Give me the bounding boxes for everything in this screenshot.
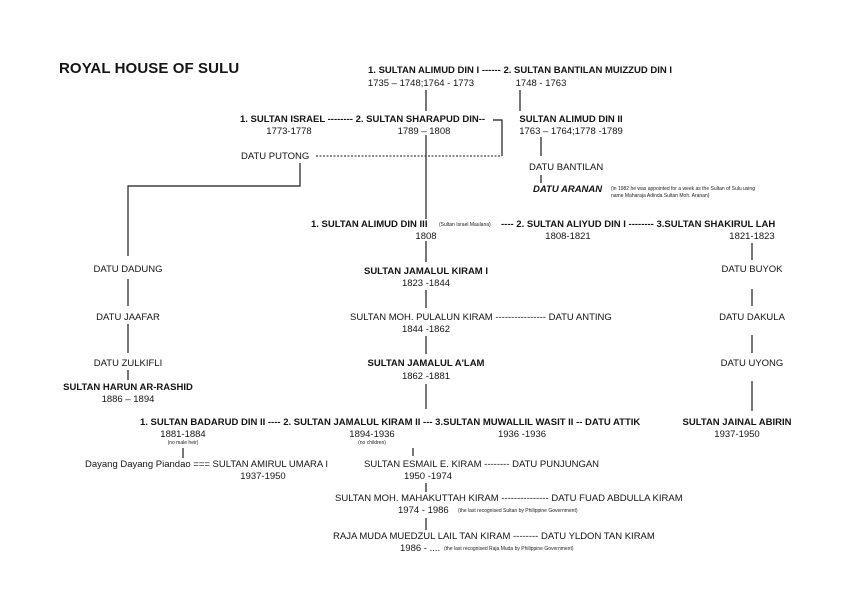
aliyud-years: 1808-1821 bbox=[545, 231, 591, 242]
jainal-years: 1937-1950 bbox=[714, 429, 760, 440]
badarud-note: (no male heir) bbox=[167, 440, 199, 446]
datu-putong: DATU PUTONG bbox=[241, 151, 310, 162]
aliyud-shakirul-link: ---- 2. SULTAN ALIYUD DIN I -------- 3.S… bbox=[501, 219, 776, 230]
pulalun-anting-pair: SULTAN MOH. PULALUN KIRAM --------------… bbox=[350, 312, 612, 323]
alimud1-years: 1735 – 1748;1764 - 1773 bbox=[367, 78, 475, 89]
aranan-note-line2: name Maharaja Adinda Sultan Moh. Aranan) bbox=[611, 193, 710, 199]
datu-dadung: DATU DADUNG bbox=[93, 264, 163, 275]
connector bbox=[127, 163, 301, 256]
datu-uyong: DATU UYONG bbox=[720, 358, 784, 369]
jamalul1-years: 1823 -1844 bbox=[401, 278, 451, 289]
israel-years: 1773-1778 bbox=[266, 126, 312, 137]
datu-jaafar: DATU JAAFAR bbox=[96, 312, 160, 323]
israel-sharapud-pair: 1. SULTAN ISRAEL -------- 2. SULTAN SHAR… bbox=[240, 114, 486, 125]
badarud-years: 1881-1884 bbox=[160, 429, 206, 440]
muedzul-yldon-pair: RAJA MUDA MUEDZUL LAIL TAN KIRAM -------… bbox=[333, 531, 655, 542]
amirul-years: 1937-1950 bbox=[240, 471, 286, 482]
alimud3-years: 1808 bbox=[415, 231, 437, 242]
datu-buyok: DATU BUYOK bbox=[721, 264, 783, 275]
badarud-jamalul2-muwallil-row: 1. SULTAN BADARUD DIN II ---- 2. SULTAN … bbox=[140, 417, 641, 428]
jamalul1-name: SULTAN JAMALUL KIRAM I bbox=[363, 266, 489, 277]
muedzul-years: 1986 - .... bbox=[400, 543, 441, 554]
sharapud-years: 1789 – 1808 bbox=[397, 126, 451, 137]
datu-bantilan: DATU BANTILAN bbox=[529, 162, 604, 173]
mahakuttah-note: (the last recognised Sultan by Philippin… bbox=[458, 508, 578, 514]
muwallil-years: 1936 -1936 bbox=[497, 429, 547, 440]
jamalul-alam-name: SULTAN JAMALUL A'LAM bbox=[367, 358, 485, 369]
mahakuttah-fuad-pair: SULTAN MOH. MAHAKUTTAH KIRAM -----------… bbox=[335, 493, 683, 504]
muedzul-note: (the last recognised Raja Muda by Philip… bbox=[444, 546, 574, 552]
alimud2-years: 1763 – 1764;1778 -1789 bbox=[519, 126, 623, 137]
alimud3-name: 1. SULTAN ALIMUD DIN III bbox=[311, 219, 428, 230]
bantilan-years: 1748 - 1763 bbox=[515, 78, 567, 89]
harun-name: SULTAN HARUN AR-RASHID bbox=[63, 382, 193, 393]
esmail-punjungan-pair: SULTAN ESMAIL E. KIRAM -------- DATU PUN… bbox=[364, 459, 600, 470]
diagram-title: ROYAL HOUSE OF SULU bbox=[59, 60, 240, 77]
alimud1-bantilan-pair: 1. SULTAN ALIMUD DIN I ------ 2. SULTAN … bbox=[368, 65, 672, 76]
datu-zulkifli: DATU ZULKIFLI bbox=[93, 358, 163, 369]
shakirul-years: 1821-1823 bbox=[729, 231, 775, 242]
pulalun-years: 1844 -1862 bbox=[401, 324, 451, 335]
alimud2-name: SULTAN ALIMUD DIN II bbox=[519, 114, 623, 125]
alimud3-note: (Sultan Israel Maulana) bbox=[439, 222, 491, 228]
esmail-years: 1950 -1974 bbox=[403, 471, 453, 482]
jamalul2-note: (no children) bbox=[358, 440, 386, 446]
harun-years: 1886 – 1894 bbox=[101, 394, 155, 405]
datu-aranan: DATU ARANAN bbox=[533, 184, 603, 195]
jamalul-alam-years: 1862 -1881 bbox=[401, 371, 451, 382]
jamalul2-years: 1894-1936 bbox=[349, 429, 395, 440]
datu-dakula: DATU DAKULA bbox=[719, 312, 785, 323]
connector bbox=[493, 119, 503, 156]
mahakuttah-years: 1974 - 1986 bbox=[398, 505, 449, 516]
aranan-note-line1: (in 1982 he was appointed for a week as … bbox=[611, 186, 755, 192]
piandao-amirul-pair: Dayang Dayang Piandao === SULTAN AMIRUL … bbox=[85, 459, 328, 470]
jainal-name: SULTAN JAINAL ABIRIN bbox=[682, 417, 792, 428]
